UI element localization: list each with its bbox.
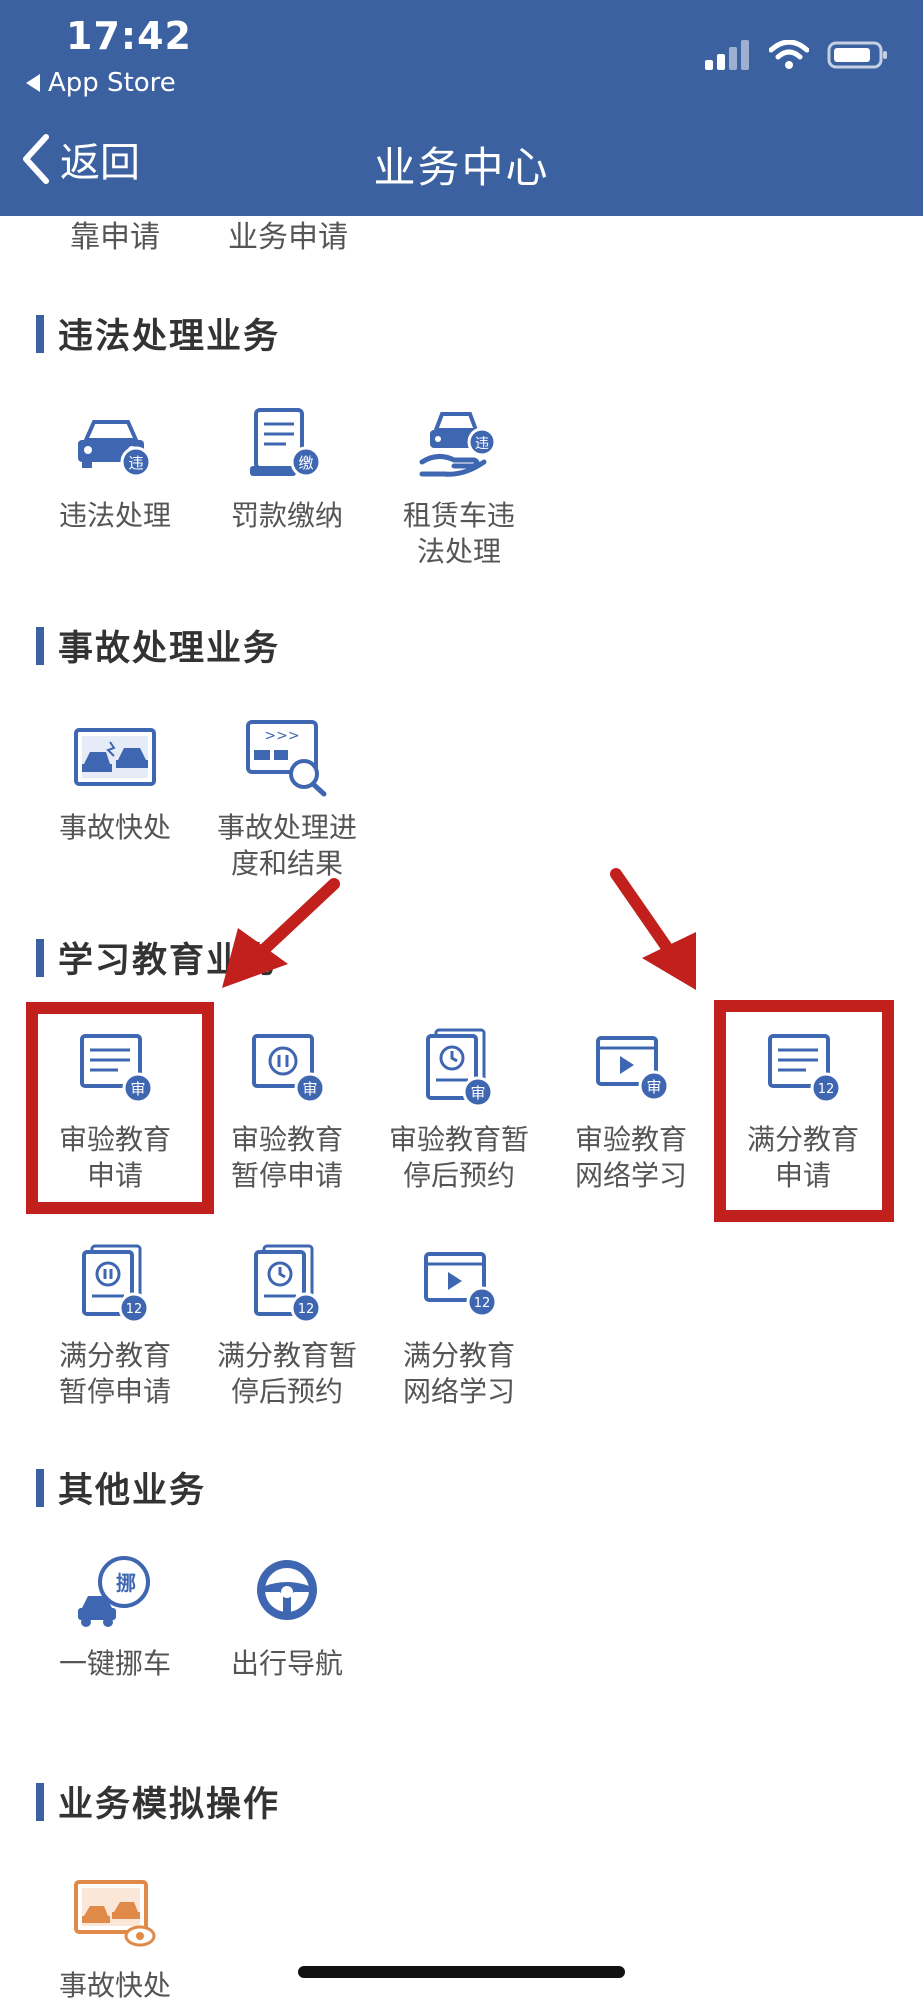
service-item-label: 满分教育 申请 [746,1123,859,1192]
pause-document-12-icon: 12 [82,1244,150,1324]
svg-text:违: 违 [475,436,489,452]
svg-text:12: 12 [818,1082,835,1097]
section-bar [36,1468,44,1507]
svg-text:12: 12 [126,1302,143,1317]
chevron-left-icon [23,134,49,184]
service-item-label: 一键挪车 [58,1647,171,1680]
highlight-box-review-education [26,1002,214,1214]
battery-icon [827,41,887,69]
status-back-to-app[interactable]: App Store [26,68,176,98]
accident-simulation-icon [74,1880,156,1947]
signal-icon [705,40,749,70]
document-review-icon: 审 [80,1034,154,1104]
service-item-review-education-online[interactable]: 审 审验教育 网络学习 [556,1024,706,1194]
service-item-move-car[interactable]: 挪 一键挪车 [40,1548,190,1682]
partial-item-label[interactable]: 靠申请 [70,220,160,255]
section-title-accident: 事故处理业务 [36,620,280,671]
service-item-full-score-education-online[interactable]: 12 满分教育 网络学习 [384,1240,534,1410]
service-item-label: 事故快处 [58,811,171,844]
section-title-text: 学习教育业务 [58,941,281,981]
page-title: 业务中心 [373,143,550,192]
video-play-12-icon: 12 [424,1252,498,1318]
service-item-label: 事故快处 模拟 [58,1969,171,2000]
pause-document-icon: 审 [252,1034,326,1104]
arrow-right-icon [610,868,696,990]
section-title-text: 事故处理业务 [58,629,281,669]
rental-car-hand-icon: 违 [419,412,497,477]
section-title-text: 业务模拟操作 [58,1785,281,1825]
service-item-rental-violation[interactable]: 违 租赁车违 法处理 [384,400,534,570]
section-title-violation: 违法处理业务 [36,308,280,359]
service-item-label: 审验教育 申请 [58,1123,171,1192]
svg-text:违: 违 [128,454,143,472]
section-title-text: 违法处理业务 [58,317,281,357]
section-bar [36,1782,44,1821]
nav-back-button[interactable]: 返回 [20,130,140,188]
service-item-label: 满分教育 网络学习 [402,1339,515,1408]
service-item-accident-progress[interactable]: >>> 事故处理进 度和结果 [212,712,362,882]
accident-cars-icon [74,728,156,786]
service-item-fine-payment[interactable]: 缴 罚款缴纳 [212,400,362,534]
service-item-violation-handling[interactable]: 违 违法处理 [40,400,190,534]
svg-text:审: 审 [130,1080,145,1098]
clock-document-12-icon: 12 [254,1244,322,1324]
service-item-review-education-pause[interactable]: 审 审验教育 暂停申请 [212,1024,362,1194]
service-item-label: 满分教育 暂停申请 [58,1339,171,1408]
service-item-label: 罚款缴纳 [230,499,343,532]
status-icons [705,40,889,70]
svg-text:审: 审 [302,1080,317,1098]
status-back-label: App Store [48,68,176,98]
svg-text:审: 审 [646,1078,661,1096]
service-item-full-score-education-reservation[interactable]: 12 满分教育暂 停后预约 [212,1240,362,1410]
document-12-icon: 12 [768,1034,842,1104]
status-time: 17:42 [66,14,192,58]
service-item-label: 审验教育暂 停后预约 [388,1123,529,1192]
clock-document-icon: 审 [426,1028,494,1108]
partial-item-label[interactable]: 业务申请 [228,220,348,255]
move-car-icon: 挪 [78,1556,150,1627]
service-item-review-education-reservation[interactable]: 审 审验教育暂 停后预约 [384,1024,534,1194]
service-item-label: 事故处理进 度和结果 [216,811,357,880]
svg-text:12: 12 [298,1302,315,1317]
section-bar [36,938,44,977]
svg-text:12: 12 [474,1296,491,1311]
document-payment-icon: 缴 [250,408,322,478]
service-item-accident-quick[interactable]: 事故快处 [40,712,190,846]
service-item-accident-simulation[interactable]: 事故快处 模拟 [40,1870,190,2000]
service-item-full-score-education-apply[interactable]: 12 满分教育 申请 [728,1024,878,1194]
svg-text:审: 审 [470,1084,485,1102]
wifi-icon [769,40,809,69]
home-indicator [298,1966,625,1978]
section-bar [36,626,44,665]
section-title-education: 学习教育业务 [36,932,280,983]
service-item-label: 审验教育 暂停申请 [230,1123,343,1192]
service-item-label: 违法处理 [58,499,171,532]
section-title-simulation: 业务模拟操作 [36,1776,280,1827]
section-bar [36,314,44,353]
video-play-icon: 审 [596,1036,670,1102]
service-item-label: 审验教育 网络学习 [574,1123,687,1192]
service-item-review-education-apply[interactable]: 审 审验教育 申请 [40,1024,190,1194]
svg-text:缴: 缴 [298,454,313,472]
back-triangle-icon [26,74,40,92]
service-item-navigation[interactable]: 出行导航 [212,1548,362,1682]
steering-wheel-icon [257,1560,317,1620]
car-violation-icon: 违 [78,420,152,478]
nav-back-label: 返回 [60,140,140,186]
svg-text:挪: 挪 [116,1571,136,1595]
service-item-label: 出行导航 [230,1647,343,1680]
highlight-box-full-score-education [714,1000,894,1222]
service-item-label: 满分教育暂 停后预约 [216,1339,357,1408]
service-item-label: 租赁车违 法处理 [402,499,515,568]
accident-progress-search-icon: >>> [246,720,327,797]
service-item-full-score-education-pause[interactable]: 12 满分教育 暂停申请 [40,1240,190,1410]
svg-text:>>>: >>> [264,728,299,744]
section-title-other: 其他业务 [36,1462,206,1513]
app-header: 17:42 App Store 返回 业务中心 [0,0,923,216]
section-title-text: 其他业务 [58,1471,207,1511]
